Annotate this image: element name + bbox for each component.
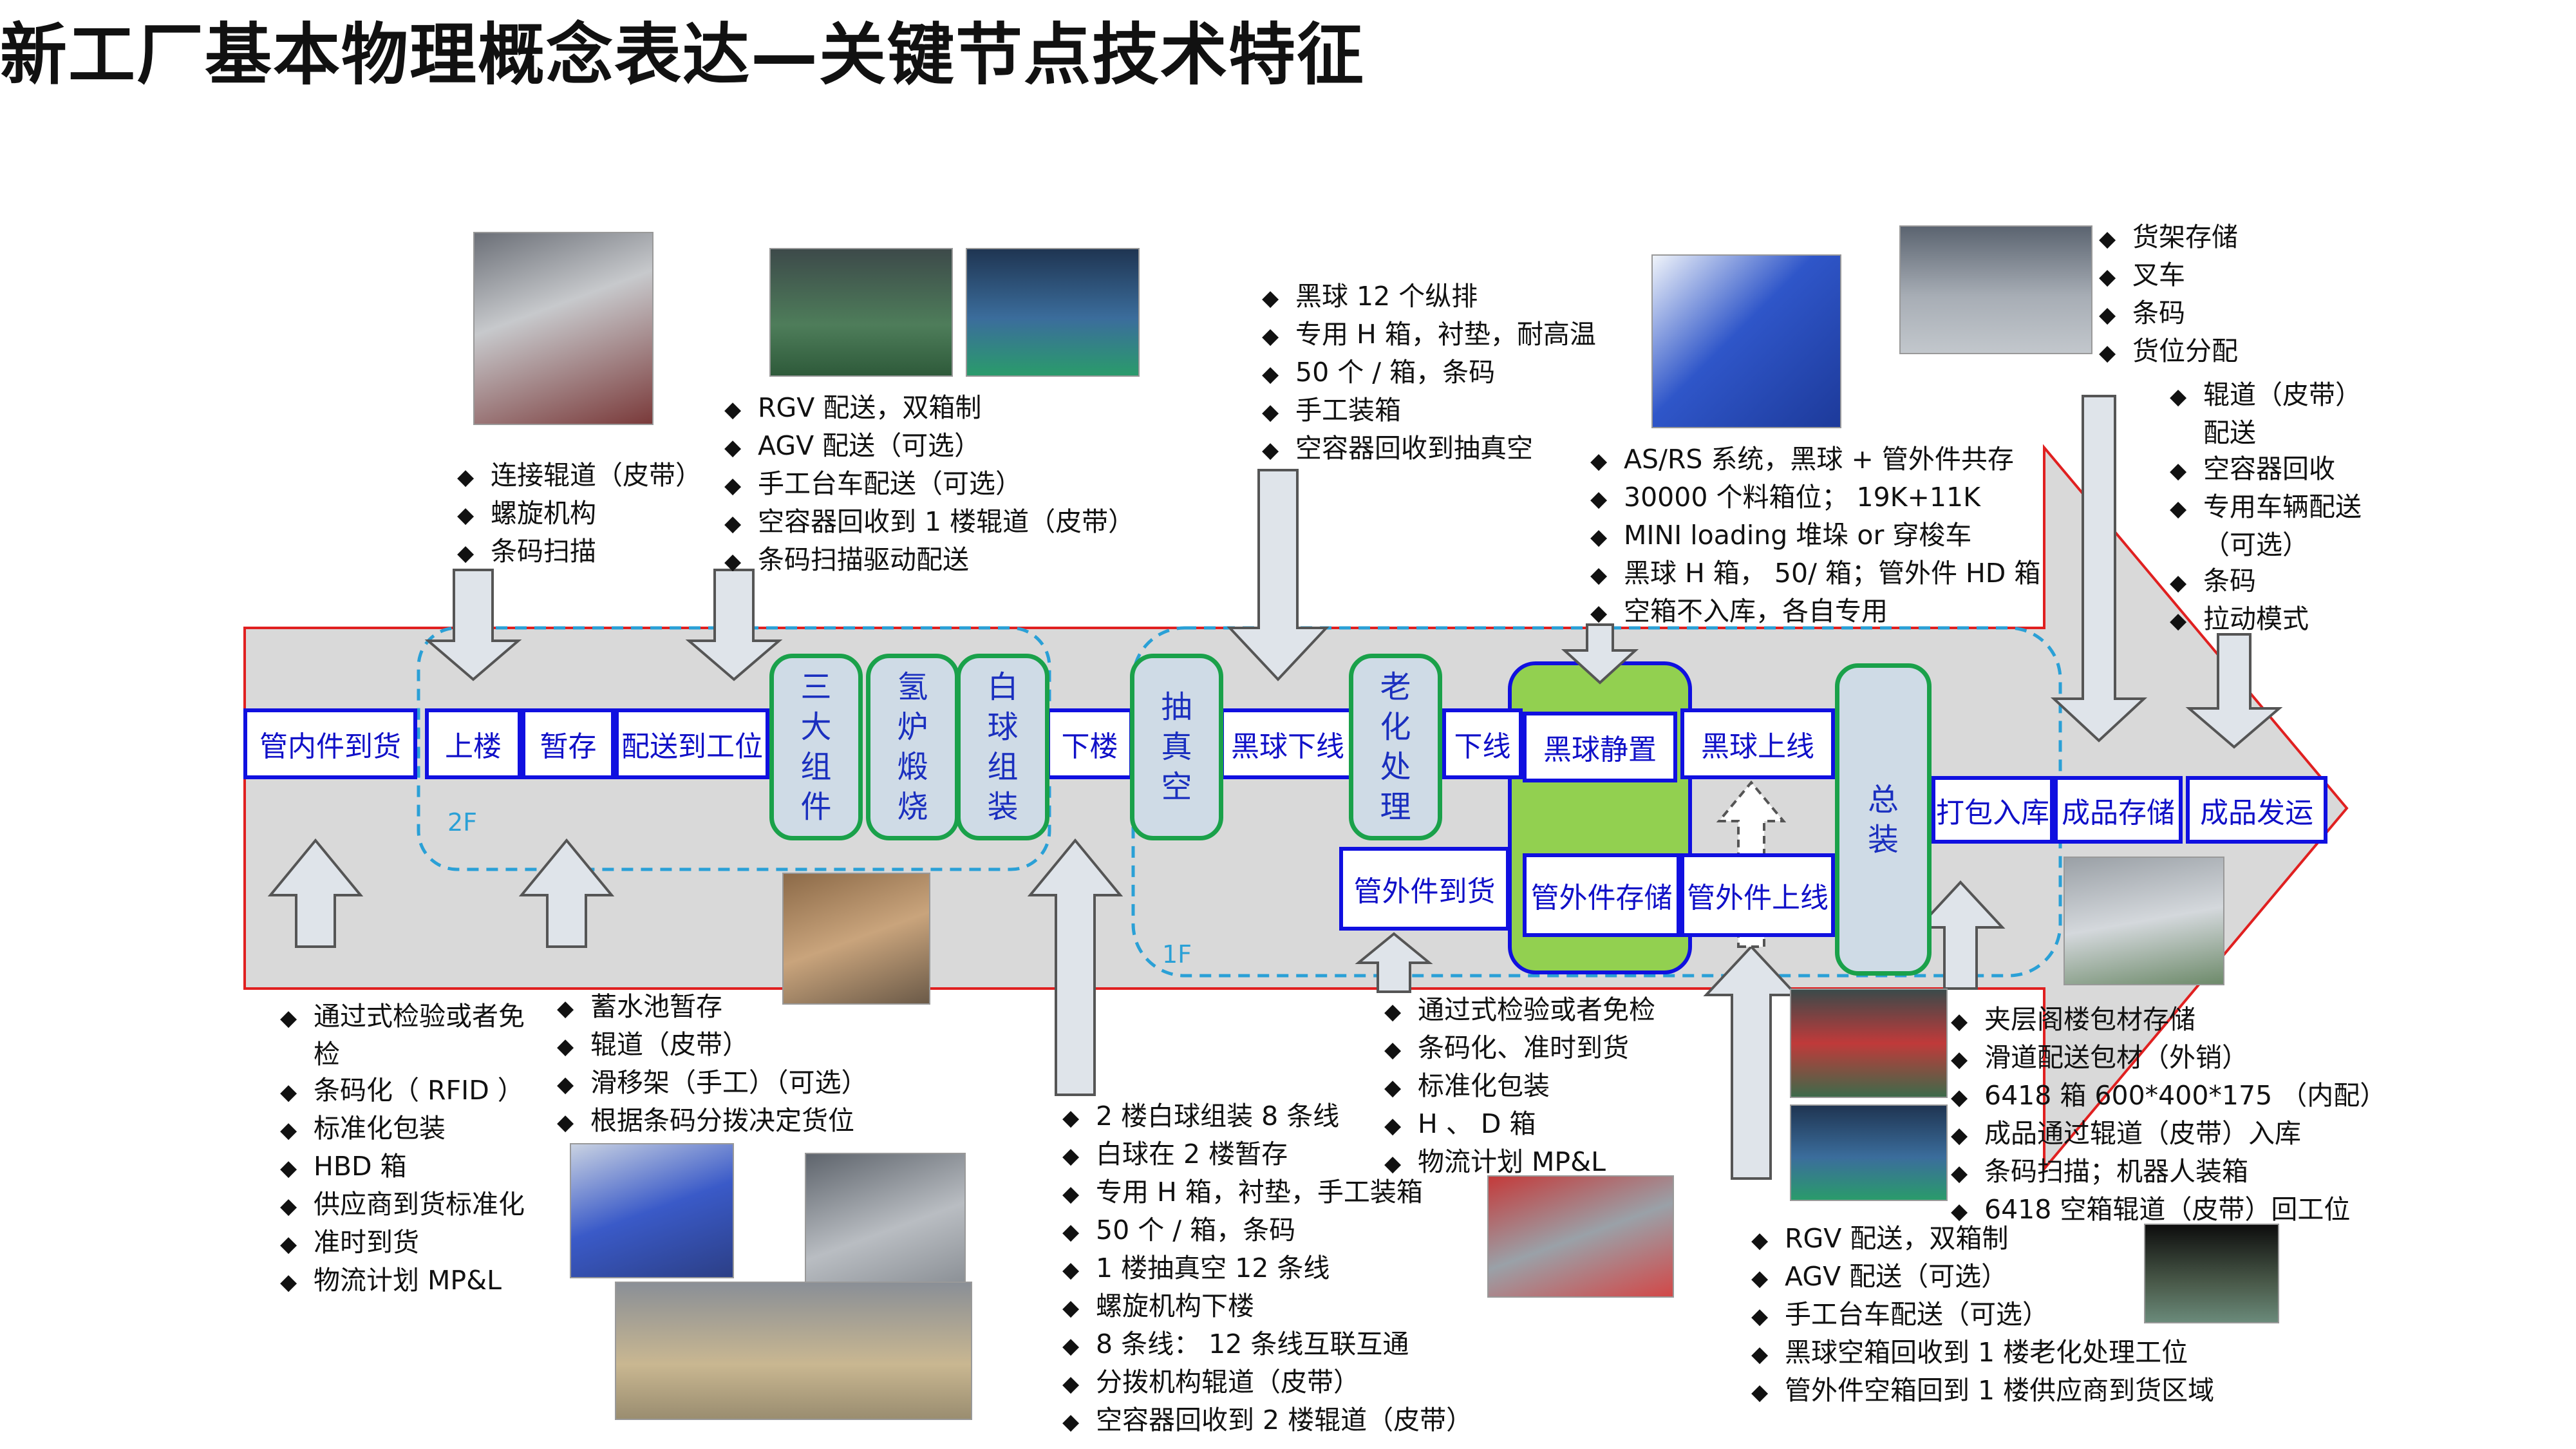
photo-packing-line — [2064, 857, 2224, 985]
photo-warehouse-rack — [1899, 225, 2092, 354]
step-xia-lou: 下楼 — [1046, 708, 1133, 779]
photo-agv-bottom — [1790, 1104, 1948, 1201]
note-bottom-2: 蓄水池暂存辊道（皮带）滑移架（手工）（可选）根据条码分拨决定货位 — [557, 989, 892, 1141]
floor-1f-label: 1F — [1162, 940, 1192, 969]
note-top-2: RGV 配送，双箱制AGV 配送（可选）手工台车配送（可选）空容器回收到 1 楼… — [724, 390, 1188, 580]
floor-2f-label: 2F — [447, 808, 478, 837]
process-bai-qiu-zu-zhuang: 白球组装 — [956, 654, 1049, 840]
photo-spiral-conveyor — [473, 232, 653, 425]
down-arrow-1 — [424, 569, 522, 681]
step-hei-qiu-xia-xian: 黑球下线 — [1220, 708, 1355, 779]
note-top-4: AS/RS 系统，黑球 + 管外件共存30000 个料箱位； 19K+11KMI… — [1590, 441, 2080, 631]
note-top-5: 货架存储叉车条码货位分配 — [2099, 219, 2305, 371]
up-arrow-2 — [518, 838, 615, 948]
step-hei-qiu-shang-xian: 黑球上线 — [1680, 708, 1835, 779]
step-cheng-pin-fa-yun: 成品发运 — [2186, 776, 2327, 844]
down-arrow-6 — [2185, 633, 2283, 749]
process-qing-lu-duan-shao: 氢炉煅烧 — [866, 654, 959, 840]
photo-barcode-label — [570, 1143, 734, 1278]
photo-roller-conveyor — [615, 1282, 972, 1420]
up-arrow-3 — [1027, 838, 1123, 1096]
down-arrow-5 — [2050, 395, 2148, 743]
step-pei-song-gong-wei: 配送到工位 — [615, 708, 769, 779]
note-top-1: 连接辊道（皮带）螺旋机构条码扫描 — [457, 457, 715, 571]
up-arrow-4 — [1355, 932, 1433, 993]
photo-buffer-shelf — [782, 873, 930, 1005]
page-title: 新工厂基本物理概念表达—关键节点技术特征 — [0, 15, 1366, 94]
note-top-6: 辊道（皮带）配送空容器回收专用车辆配送（可选）条码拉动模式 — [2170, 377, 2369, 639]
process-zong-zhuang: 总装 — [1835, 663, 1932, 976]
step-shang-lou: 上楼 — [425, 708, 522, 779]
photo-asrs-rack — [1651, 254, 1841, 428]
photo-rgv-line — [769, 248, 953, 377]
process-chou-zhen-kong: 抽真空 — [1130, 654, 1223, 840]
up-arrow-6 — [1915, 880, 2006, 990]
step-cheng-pin-cun-chu: 成品存储 — [2054, 776, 2183, 844]
note-bottom-6: 夹层阁楼包材存储滑道配送包材（外销）6418 箱 600*400*175 （内配… — [1951, 1001, 2427, 1229]
up-arrow-1 — [267, 838, 364, 948]
photo-rgv-bottom — [1790, 989, 1948, 1098]
step-guan-wai-dao-huo: 管外件到货 — [1339, 847, 1510, 931]
note-bottom-4: 通过式检验或者免检条码化、准时到货标准化包装H 、 D 箱物流计划 MP&L — [1384, 992, 1745, 1182]
note-bottom-1: 通过式检验或者免检条码化（ RFID ）标准化包装HBD 箱供应商到货标准化准时… — [280, 998, 538, 1300]
photo-agv-line — [966, 248, 1140, 377]
step-guan-wai-cun-chu: 管外件存储 — [1523, 853, 1680, 937]
step-guan-nei-dao-huo: 管内件到货 — [243, 708, 417, 779]
step-xia-xian: 下线 — [1442, 708, 1523, 779]
step-zan-cun: 暂存 — [522, 708, 615, 779]
down-arrow-2 — [685, 569, 783, 681]
process-san-da-zu-jian: 三大组件 — [769, 654, 863, 840]
step-da-bao-ru-ku: 打包入库 — [1932, 776, 2054, 844]
note-top-3: 黑球 12 个纵排专用 H 箱，衬垫，耐高温50 个 / 箱，条码手工装箱空容器… — [1262, 278, 1661, 468]
note-bottom-5: RGV 配送，双箱制AGV 配送（可选）手工台车配送（可选）黑球空箱回收到 1 … — [1751, 1220, 2266, 1410]
process-lao-hua-chu-li: 老化处理 — [1349, 654, 1442, 840]
down-arrow-3 — [1227, 469, 1330, 681]
note-bottom-3: 2 楼白球组装 8 条线白球在 2 楼暂存专用 H 箱，衬垫，手工装箱50 个 … — [1062, 1098, 1526, 1440]
step-hei-qiu-jing-zhi: 黑球静置 — [1523, 712, 1677, 782]
step-guan-wai-shang-xian: 管外件上线 — [1680, 853, 1835, 937]
